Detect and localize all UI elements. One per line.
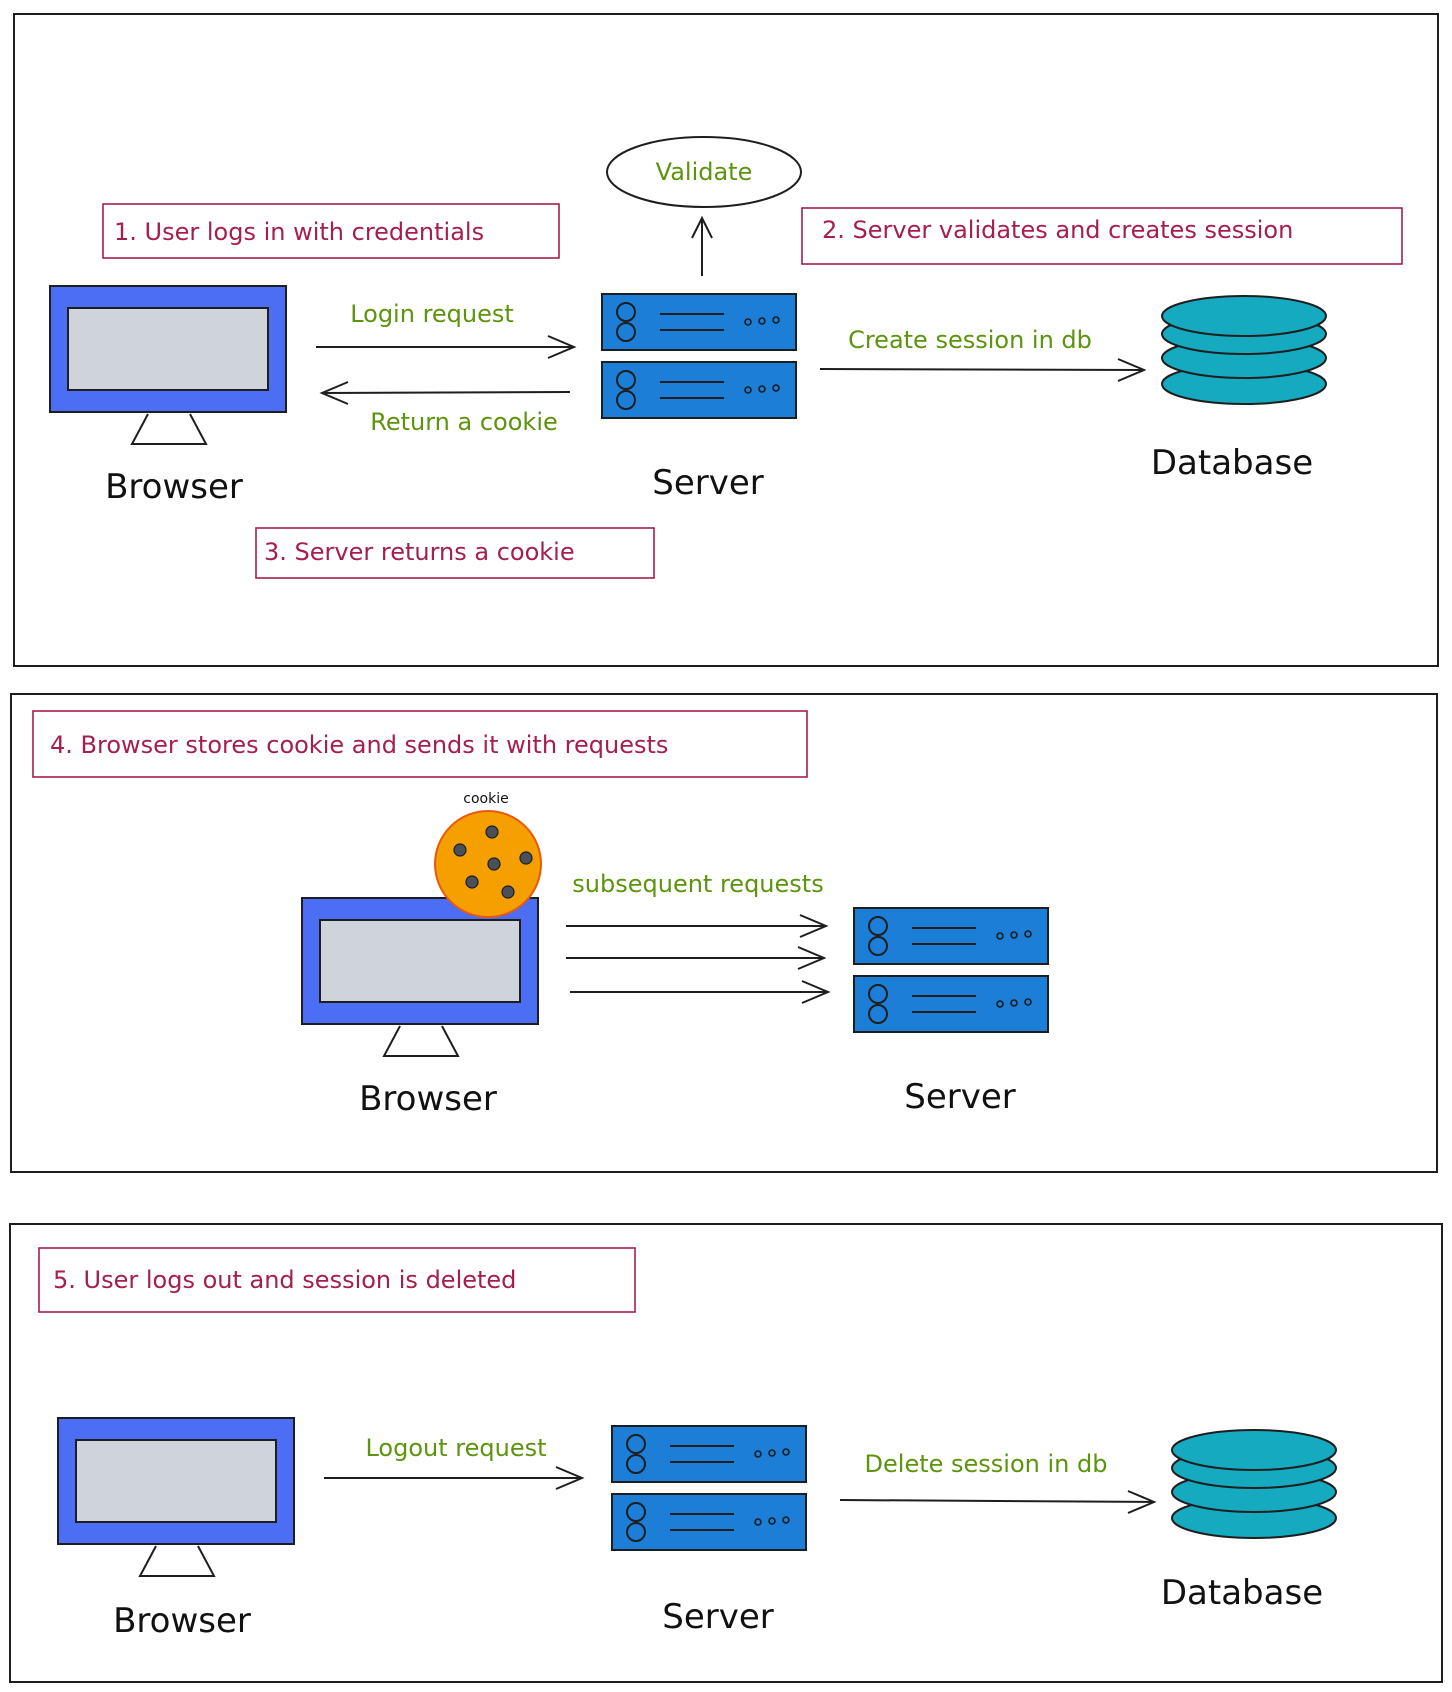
panel-login: 1. User logs in with credentials 2. Serv… — [13, 13, 1439, 667]
server-label: Server — [662, 1597, 774, 1637]
validate-arrow — [691, 215, 713, 276]
create-session-arrow — [819, 358, 1147, 382]
server-icon — [601, 293, 797, 419]
browser-monitor-icon — [49, 285, 287, 445]
step2-label: 2. Server validates and creates session — [822, 216, 1293, 244]
step3-label: 3. Server returns a cookie — [264, 538, 575, 566]
validate-label: Validate — [656, 158, 753, 186]
delete-session-label: Delete session in db — [865, 1450, 1108, 1478]
step1-box — [102, 203, 560, 259]
database-icon — [1171, 1429, 1337, 1539]
step2-box — [801, 207, 1403, 265]
login-request-label: Login request — [350, 300, 514, 328]
database-label: Database — [1151, 443, 1313, 483]
step4-box — [32, 710, 808, 778]
return-cookie-label: Return a cookie — [370, 408, 558, 436]
browser-monitor-icon — [57, 1417, 295, 1577]
database-icon — [1161, 295, 1327, 405]
browser-monitor-icon — [301, 897, 539, 1057]
step5-box — [38, 1247, 636, 1313]
server-label: Server — [904, 1077, 1016, 1117]
cookie-icon — [434, 810, 542, 918]
server-label: Server — [652, 463, 764, 503]
return-cookie-arrow — [319, 381, 571, 405]
server-icon — [611, 1425, 807, 1551]
logout-request-label: Logout request — [365, 1434, 546, 1462]
browser-label: Browser — [359, 1079, 497, 1119]
subsequent-requests-arrows — [566, 914, 831, 1004]
step3-box — [255, 527, 655, 579]
browser-label: Browser — [105, 467, 243, 507]
subsequent-requests-label: subsequent requests — [572, 870, 823, 898]
step5-label: 5. User logs out and session is deleted — [53, 1266, 516, 1294]
validate-ellipse — [606, 136, 802, 208]
delete-session-arrow — [839, 1490, 1157, 1514]
database-label: Database — [1161, 1573, 1323, 1613]
create-session-label: Create session in db — [848, 326, 1092, 354]
step1-label: 1. User logs in with credentials — [114, 218, 484, 246]
step4-label: 4. Browser stores cookie and sends it wi… — [50, 731, 668, 759]
browser-label: Browser — [113, 1601, 251, 1641]
logout-request-arrow — [324, 1466, 585, 1490]
panel-requests: 4. Browser stores cookie and sends it wi… — [10, 693, 1438, 1173]
server-icon — [853, 907, 1049, 1033]
panel-logout: 5. User logs out and session is deleted … — [9, 1223, 1443, 1683]
login-request-arrow — [316, 335, 577, 359]
cookie-label: cookie — [463, 791, 508, 807]
